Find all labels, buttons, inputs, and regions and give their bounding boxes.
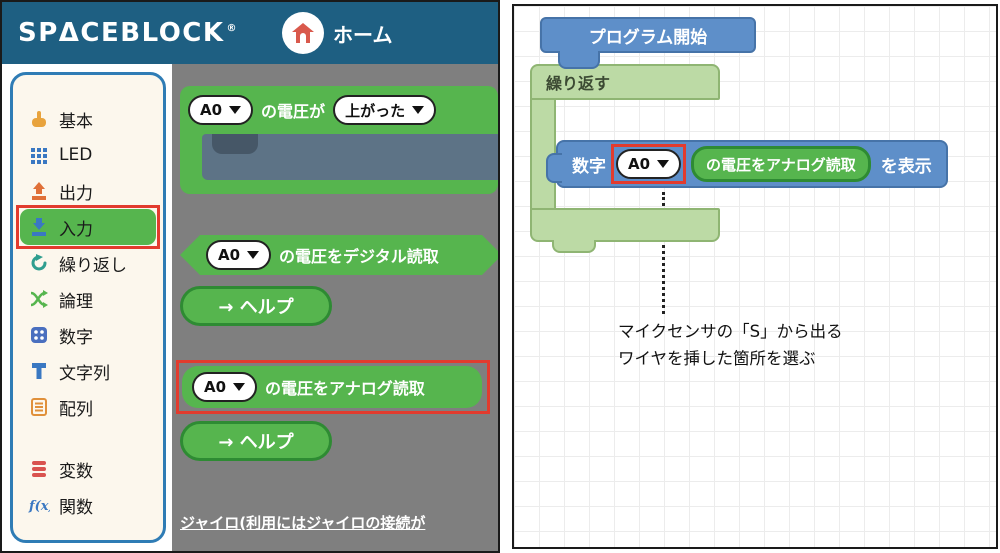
statement-notch-icon <box>212 134 258 154</box>
number-dice-icon <box>28 325 50 345</box>
sidebar-item-function[interactable]: f(x) 関数 <box>20 487 156 523</box>
direction-dropdown-value: 上がった <box>345 101 406 120</box>
app-header: SPΔCEBLOCK® ホーム <box>2 2 498 64</box>
app-window: SPΔCEBLOCK® ホーム 基本 <box>0 0 500 553</box>
port-dropdown-value: A0 <box>628 155 651 173</box>
sidebar-wrap: 基本 LED 出力 <box>2 64 172 551</box>
variable-layers-icon <box>28 459 50 479</box>
app-logo-text: SPΔCEBLOCK <box>18 18 225 48</box>
string-t-icon <box>28 361 50 381</box>
callout-note-line1: マイクセンサの「S」から出る <box>618 322 843 341</box>
repeat-loop-label: 繰り返す <box>546 74 611 93</box>
sidebar-item-led[interactable]: LED <box>20 137 156 173</box>
block-connector-tab <box>552 240 596 253</box>
array-list-icon <box>28 397 50 417</box>
sidebar-item-output[interactable]: 出力 <box>20 173 156 209</box>
direction-dropdown[interactable]: 上がった <box>333 95 437 125</box>
digital-read-block[interactable]: A0 の電圧をデジタル読取 <box>180 235 498 275</box>
palette-footer-note: ジャイロ(利用にはジャイロの接続が <box>180 514 426 532</box>
sidebar-item-input[interactable]: 入力 <box>16 205 160 249</box>
sidebar-item-label: 基本 <box>59 111 93 132</box>
home-icon <box>282 12 325 54</box>
port-dropdown-value: A0 <box>218 246 241 264</box>
sidebar-item-label: 変数 <box>59 461 93 482</box>
repeat-loop-block[interactable]: 繰り返す <box>530 64 720 100</box>
callout-dotted-line <box>662 192 665 314</box>
program-start-label: プログラム開始 <box>588 27 708 48</box>
port-dropdown[interactable]: A0 <box>192 372 258 402</box>
block-label: の電圧をアナログ読取 <box>265 379 425 398</box>
sidebar-item-label: 入力 <box>59 219 93 240</box>
sidebar-item-label: 文字列 <box>59 363 110 384</box>
analog-read-value-block[interactable]: の電圧をアナログ読取 <box>691 146 871 182</box>
sidebar-item-basic[interactable]: 基本 <box>20 101 156 137</box>
sidebar-item-array[interactable]: 配列 <box>20 389 156 425</box>
display-block-suffix: を表示 <box>880 156 932 177</box>
sidebar-item-loop[interactable]: 繰り返し <box>20 245 156 281</box>
block-mouth <box>202 134 498 180</box>
sidebar-item-label: 出力 <box>59 183 93 204</box>
sidebar-item-label: 配列 <box>59 399 93 420</box>
sidebar-item-logic[interactable]: 論理 <box>20 281 156 317</box>
block-label: の電圧をデジタル読取 <box>279 247 439 266</box>
dropdown-arrow-icon <box>233 383 246 391</box>
help-button[interactable]: → ヘルプ <box>180 421 332 461</box>
home-label: ホーム <box>333 22 393 47</box>
program-start-block[interactable]: プログラム開始 <box>540 17 756 53</box>
port-dropdown[interactable]: A0 <box>616 149 682 179</box>
help-button-label: → ヘルプ <box>218 432 294 453</box>
port-dropdown[interactable]: A0 <box>206 240 271 270</box>
block-label: の電圧が <box>261 102 326 121</box>
voltage-change-block[interactable]: A0 の電圧が 上がった <box>180 86 498 194</box>
block-connector-tab <box>558 51 600 69</box>
voltage-change-row: A0 の電圧が 上がった <box>188 93 490 127</box>
annotated-field-wrap: A0 <box>611 144 687 184</box>
sidebar-item-label: LED <box>59 145 93 165</box>
output-arrow-icon <box>28 181 50 201</box>
dropdown-arrow-icon <box>412 106 425 114</box>
repeat-loop-bottom <box>530 208 720 242</box>
svg-text:f(x): f(x) <box>28 499 50 514</box>
block-palette: A0 の電圧が 上がった A0 の電圧 <box>172 64 498 551</box>
loop-arrows-icon <box>28 253 50 273</box>
display-block-prefix: 数字 <box>572 156 606 177</box>
panel-body: 基本 LED 出力 <box>2 64 498 551</box>
help-button-label: → ヘルプ <box>218 297 294 318</box>
sidebar-item-variable[interactable]: 変数 <box>20 451 156 487</box>
dropdown-arrow-icon <box>247 251 259 259</box>
help-button[interactable]: → ヘルプ <box>180 286 332 326</box>
analog-read-block[interactable]: A0 の電圧をアナログ読取 <box>182 366 482 408</box>
port-dropdown-value: A0 <box>204 378 227 396</box>
sidebar-item-string[interactable]: 文字列 <box>20 353 156 389</box>
number-display-block[interactable]: 数字 A0 の電圧をアナログ読取 を表示 <box>546 140 948 188</box>
sidebar-item-label: 関数 <box>59 497 93 518</box>
sidebar-item-label: 論理 <box>59 291 93 312</box>
dropdown-arrow-icon <box>229 106 242 114</box>
port-dropdown-value: A0 <box>200 101 223 119</box>
app-logo: SPΔCEBLOCK® <box>18 18 238 48</box>
sidebar-item-number[interactable]: 数字 <box>20 317 156 353</box>
category-sidebar: 基本 LED 出力 <box>10 72 166 543</box>
home-button[interactable]: ホーム <box>282 12 392 54</box>
sidebar-item-label: 数字 <box>59 327 93 348</box>
input-arrow-icon <box>28 217 50 237</box>
sidebar-item-label: 繰り返し <box>59 255 127 276</box>
sidebar-group-divider <box>20 425 156 451</box>
dropdown-arrow-icon <box>657 160 670 168</box>
logic-shuffle-icon <box>28 289 50 309</box>
analog-read-value-label: の電圧をアナログ読取 <box>706 155 856 174</box>
port-dropdown[interactable]: A0 <box>188 95 254 125</box>
led-grid-icon <box>28 145 50 165</box>
registered-mark: ® <box>226 23 239 35</box>
callout-note: マイクセンサの「S」から出る ワイヤを挿した箇所を選ぶ <box>618 318 843 372</box>
callout-note-line2: ワイヤを挿した箇所を選ぶ <box>618 349 816 369</box>
hand-icon <box>28 109 50 129</box>
workspace-canvas[interactable]: プログラム開始 繰り返す 数字 A0 の電圧をアナログ読取 を表示 マイクセンサ… <box>512 4 998 549</box>
function-fx-icon: f(x) <box>28 495 50 515</box>
